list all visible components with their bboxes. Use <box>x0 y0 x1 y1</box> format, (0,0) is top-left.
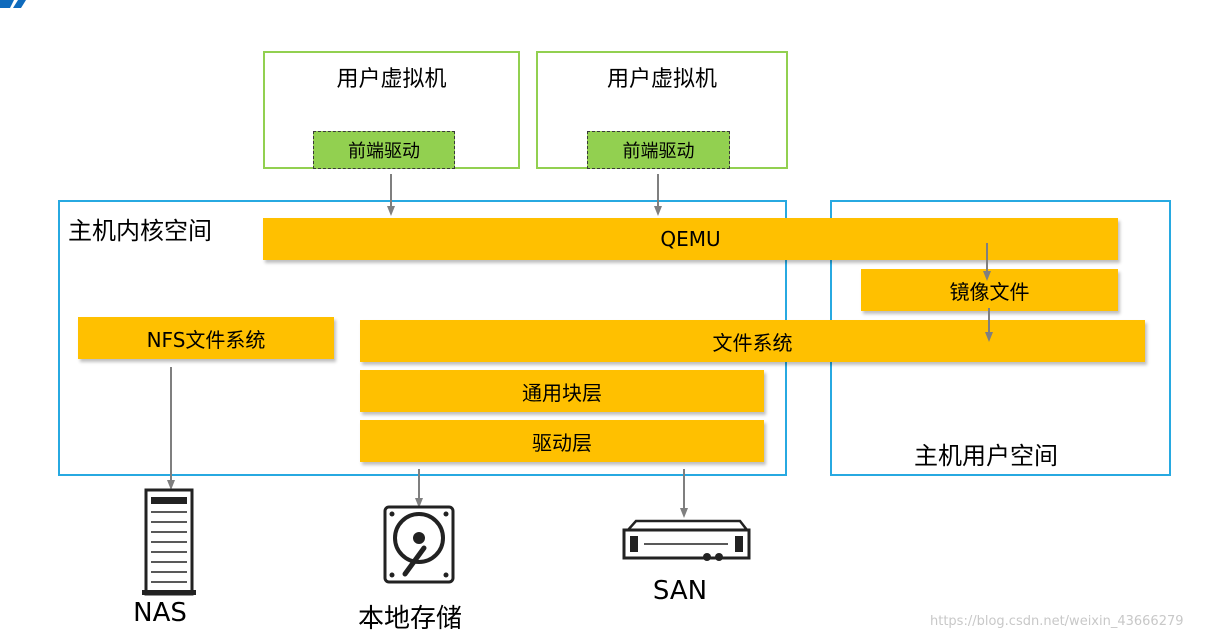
nas-label: NAS <box>133 598 187 628</box>
driver-layer-bar: 驱动层 <box>360 420 764 462</box>
hard-disk-icon <box>383 505 455 584</box>
frontend-driver: 前端驱动 <box>587 131 730 169</box>
vm-box-2: 用户虚拟机 前端驱动 <box>536 51 788 169</box>
host-user-space-label: 主机用户空间 <box>914 442 1058 470</box>
vm-box-1: 用户虚拟机 前端驱动 <box>263 51 520 169</box>
frontend-driver: 前端驱动 <box>313 131 455 169</box>
nfs-filesystem-bar: NFS文件系统 <box>78 317 334 359</box>
qemu-bar: QEMU <box>263 218 1118 260</box>
san-label: SAN <box>652 576 708 606</box>
nas-server-icon <box>142 488 196 596</box>
vm-title: 用户虚拟机 <box>336 67 447 92</box>
host-kernel-space-label: 主机内核空间 <box>68 217 212 245</box>
vm-title: 用户虚拟机 <box>606 67 717 92</box>
local-storage-label: 本地存储 <box>357 604 462 634</box>
generic-block-layer-bar: 通用块层 <box>360 370 764 412</box>
watermark-text: https://blog.csdn.net/weixin_43666279 <box>930 614 1184 629</box>
filesystem-bar: 文件系统 <box>360 320 1145 362</box>
san-storage-icon <box>622 519 751 561</box>
corner-accent-decoration <box>0 0 26 8</box>
